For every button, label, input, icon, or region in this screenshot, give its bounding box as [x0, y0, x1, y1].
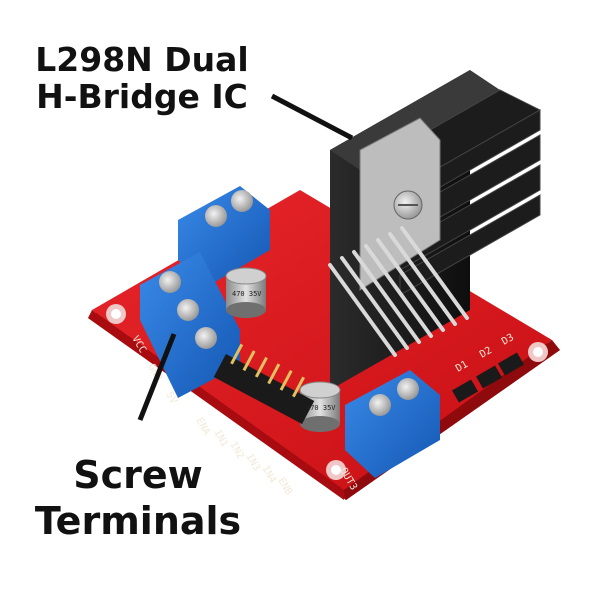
terminals-callout-line1: Screw [73, 453, 203, 497]
heatsink [330, 70, 542, 390]
terminals-callout-label: Screw Terminals [18, 452, 258, 545]
ic-callout-line2: H-Bridge IC [36, 76, 248, 116]
silk-cap2-value: 470 35V [306, 404, 336, 412]
ic-callout-pointer [270, 93, 354, 141]
silk-ena: ENA [193, 416, 212, 437]
diodes [451, 352, 525, 403]
silk-5v: 5V [163, 390, 179, 406]
ic-callout-line1: L298N Dual [35, 40, 249, 79]
header-pins [213, 343, 315, 424]
silk-enb: ENB [275, 476, 294, 497]
ic-pins [328, 226, 469, 357]
ic-callout-label: L298N Dual H-Bridge IC [22, 40, 262, 116]
terminals-callout-pointer [137, 333, 177, 421]
silk-d1: D1 [454, 359, 470, 375]
silk-in4: IN4 [259, 464, 278, 485]
screw-terminal-right [345, 370, 440, 478]
silk-cap1-value: 470 35V [232, 290, 262, 298]
silk-in1: IN1 [211, 428, 230, 449]
capacitor-2 [299, 381, 341, 432]
terminals-callout-line2: Terminals [34, 499, 242, 544]
silk-d2: D2 [478, 345, 494, 361]
mounting-holes [106, 304, 548, 480]
silk-d3: D3 [500, 332, 516, 348]
capacitor-1 [225, 267, 267, 318]
